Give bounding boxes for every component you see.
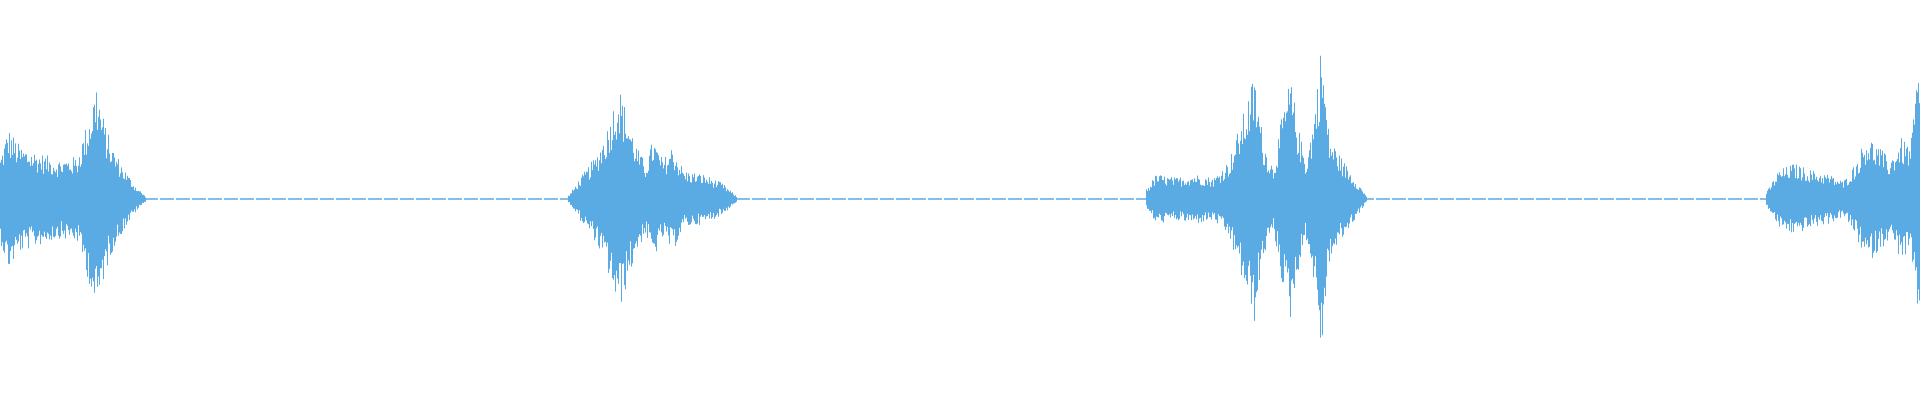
waveform-amplitude: [0, 55, 1920, 338]
waveform-samples: [0, 55, 1920, 338]
